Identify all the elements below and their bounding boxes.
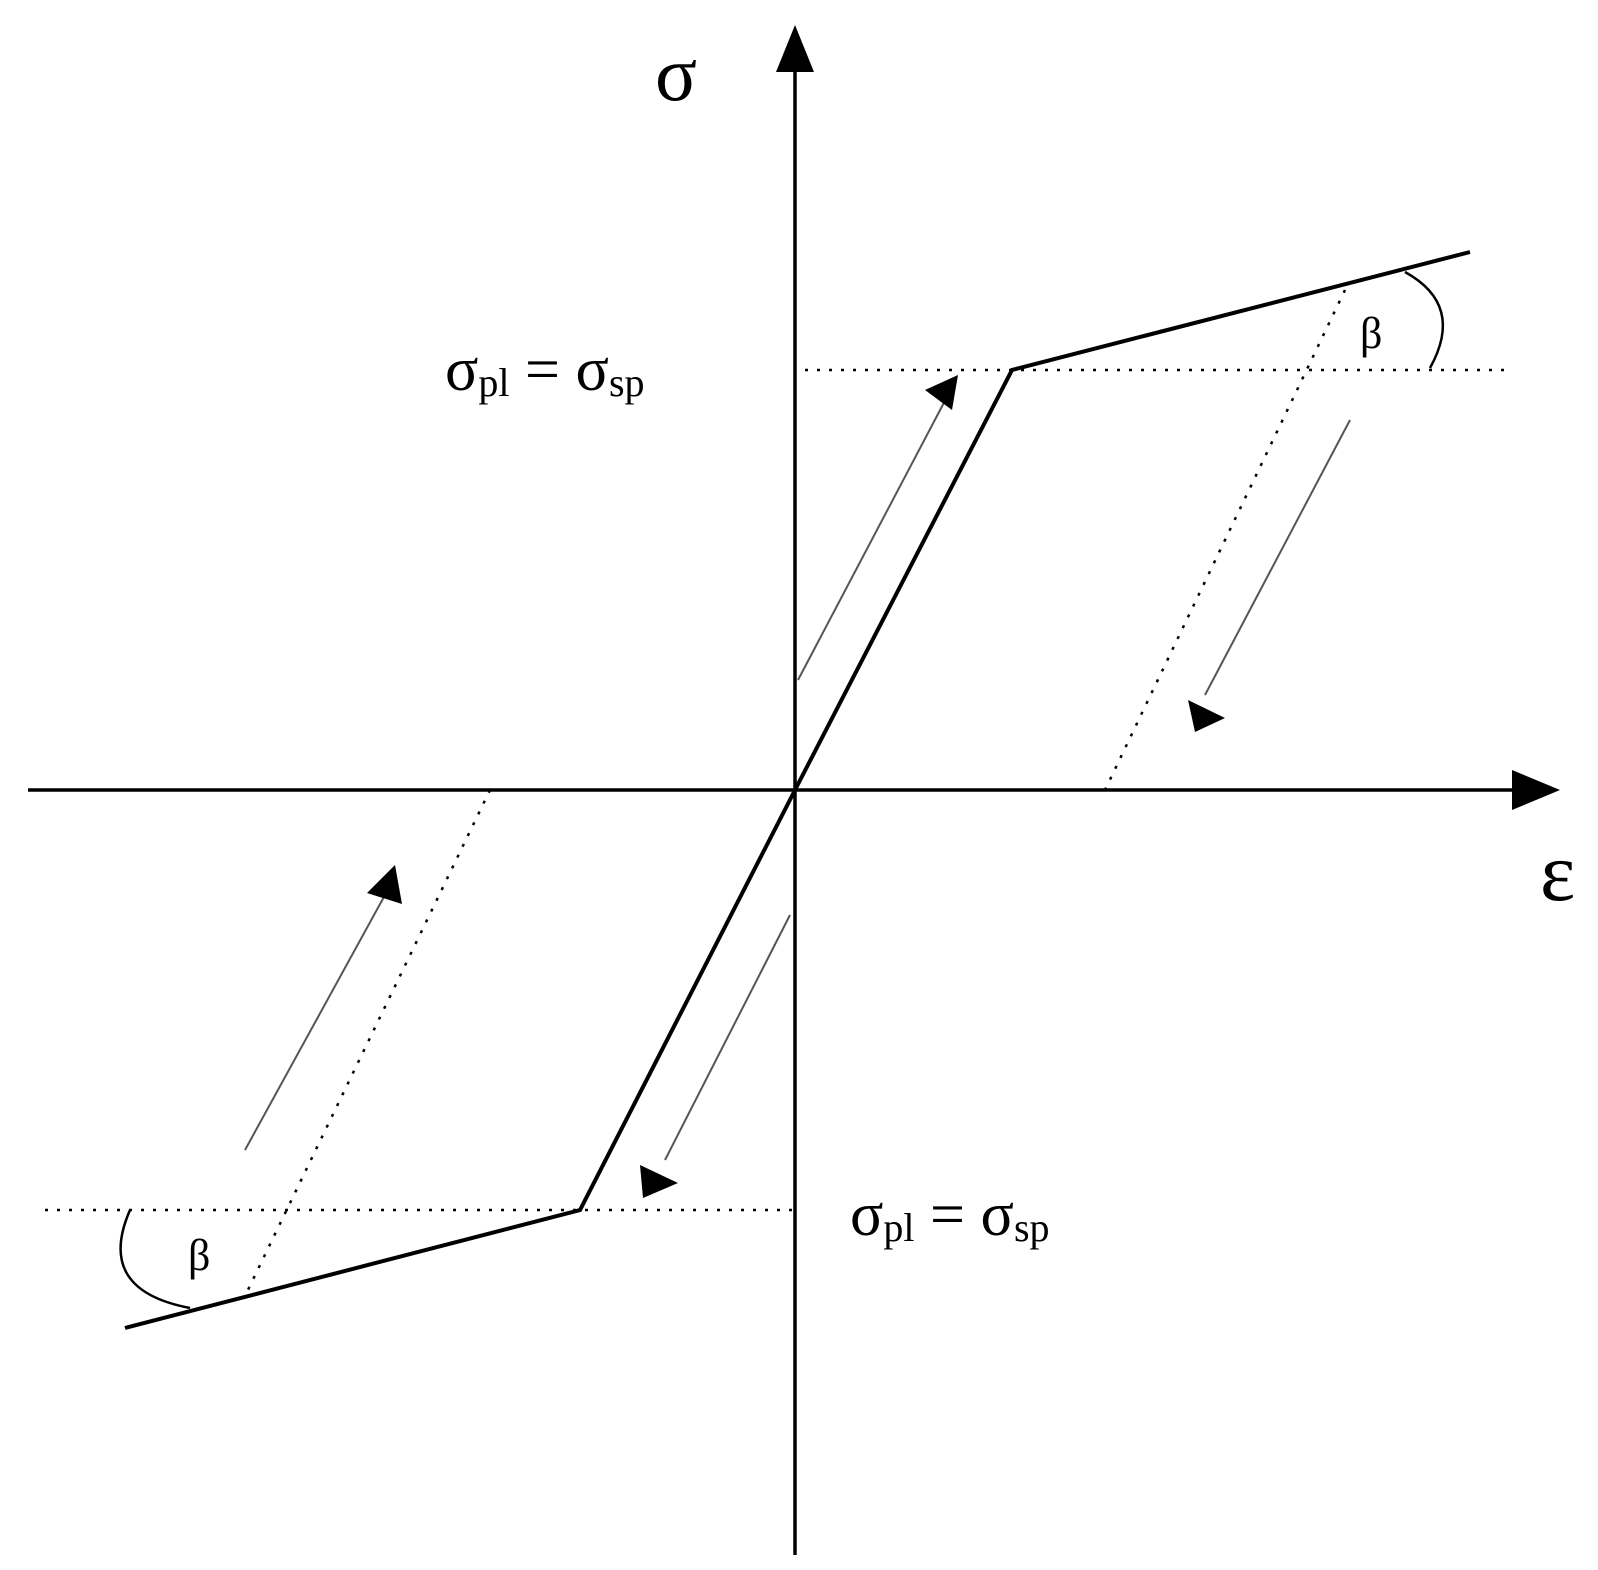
x-axis-label: ε — [1540, 826, 1575, 919]
label-bottom-sub2: sp — [1014, 1205, 1050, 1250]
unloading-arrowhead-bottom — [640, 1165, 678, 1198]
unloading-line-top-dotted — [1103, 289, 1347, 791]
loading-arrowhead — [925, 375, 958, 410]
angle-label-top: β — [1360, 309, 1382, 358]
y-axis-label: σ — [655, 30, 697, 117]
label-top-sub2: sp — [609, 360, 645, 405]
reloading-line-bottom-dotted — [243, 789, 492, 1297]
label-top-sym1: σ — [445, 336, 478, 404]
x-axis-arrowhead — [1512, 770, 1560, 810]
loading-arrow-line — [797, 394, 949, 681]
label-top-eq: = — [510, 336, 576, 404]
angle-arc-top — [1404, 270, 1445, 369]
yield-stress-label-top: σpl = σsp — [445, 336, 645, 405]
unloading-arrowhead-top — [1188, 700, 1225, 732]
y-axis-arrowhead — [776, 25, 814, 72]
reloading-arrow-bottom-line — [244, 894, 386, 1151]
angle-arc-bottom — [119, 1209, 191, 1310]
unloading-arrow-bottom-line — [664, 914, 791, 1161]
angle-label-bottom: β — [188, 1231, 210, 1280]
label-bottom-sym2: σ — [981, 1181, 1014, 1249]
yield-stress-label-bottom: σpl = σsp — [850, 1181, 1050, 1250]
label-bottom-sub1: pl — [883, 1205, 914, 1250]
unloading-arrow-top-line — [1204, 419, 1351, 696]
label-top-sub1: pl — [478, 360, 509, 405]
label-bottom-sym1: σ — [850, 1181, 883, 1249]
label-top-sym2: σ — [576, 336, 609, 404]
reloading-arrowhead-bottom — [367, 865, 402, 904]
stress-strain-curve — [124, 250, 1471, 1330]
label-bottom-eq: = — [915, 1181, 981, 1249]
